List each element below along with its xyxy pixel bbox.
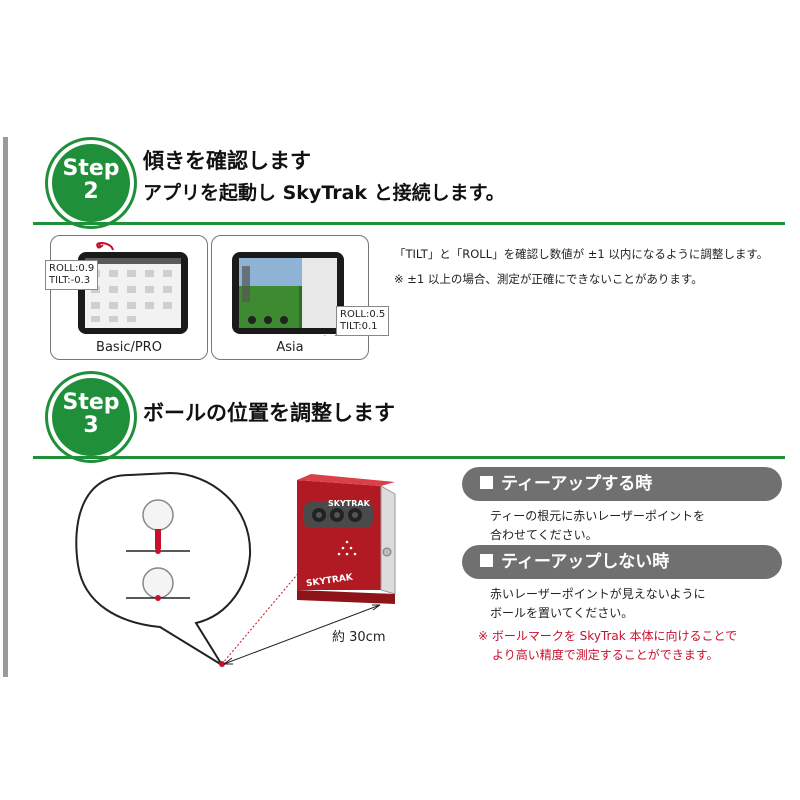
- no-tee-text-line1: 赤いレーザーポイントが見えないように: [490, 587, 706, 601]
- tablet-basic-readout: ROLL:0.9 TILT:-0.3: [45, 260, 99, 290]
- device-brand-label: SKYTRAK: [328, 499, 370, 508]
- step2-divider: [33, 222, 785, 225]
- tablet-asia-illustration: [232, 252, 344, 336]
- tablet-basic-tilt: TILT:-0.3: [49, 275, 91, 286]
- pill-no-tee-label: ティーアップしない時: [501, 552, 670, 572]
- distance-label: 約 30cm: [332, 630, 386, 645]
- step2-badge-number: 2: [83, 179, 99, 204]
- skytrak-device: [297, 474, 396, 604]
- tablet-card-asia: ROLL:0.5 TILT:0.1 Asia: [211, 235, 390, 360]
- tablet-basic-caption: Basic/PRO: [96, 340, 162, 355]
- tablet-asia-roll: ROLL:0.5: [340, 309, 386, 320]
- pill-tee-up: ティーアップする時: [462, 467, 782, 501]
- red-note-line1: ※ ボールマークを SkyTrak 本体に向けることで: [478, 629, 738, 643]
- step2-badge: Step 2: [48, 140, 134, 226]
- tablet-asia-readout: ROLL:0.5 TILT:0.1: [336, 306, 390, 336]
- tablet-asia-caption: Asia: [276, 340, 304, 355]
- step3-badge: Step 3: [48, 374, 134, 460]
- pill-no-tee: ティーアップしない時: [462, 545, 782, 579]
- tee-up-text-line2: 合わせてください。: [490, 528, 598, 542]
- red-note-line2: より高い精度で測定することができます。: [492, 648, 719, 662]
- tablet-basic-roll: ROLL:0.9: [49, 263, 95, 274]
- pill-no-tee-square-icon: [480, 553, 493, 567]
- step2-subtitle: アプリを起動し SkyTrak と接続します。: [143, 182, 505, 204]
- step2-title: 傾きを確認します: [143, 149, 311, 173]
- step3-title: ボールの位置を調整します: [143, 401, 395, 425]
- no-tee-text-line2: ボールを置いてください。: [490, 606, 634, 620]
- tablet-card-basic: ROLL:0.9 TILT:-0.3 Basic/PRO: [45, 235, 208, 360]
- step2-instruction: 「TILT」と「ROLL」を確認し数値が ±1 以内になるように調整します。: [394, 247, 769, 261]
- step3-divider: [33, 456, 785, 459]
- step2-badge-word: Step: [62, 156, 120, 181]
- step3-badge-number: 3: [83, 413, 99, 438]
- pill-tee-up-square-icon: [480, 475, 493, 489]
- tablet-asia-tilt: TILT:0.1: [340, 321, 378, 332]
- step2-note: ※ ±1 以上の場合、測定が正確にできないことがあります。: [394, 272, 703, 286]
- step3-badge-word: Step: [62, 390, 120, 415]
- ball-position-illustration: [75, 471, 381, 667]
- pill-tee-up-label: ティーアップする時: [501, 474, 653, 494]
- left-margin-bar: [3, 137, 8, 677]
- tee-up-text-line1: ティーの根元に赤いレーザーポイントを: [490, 509, 706, 523]
